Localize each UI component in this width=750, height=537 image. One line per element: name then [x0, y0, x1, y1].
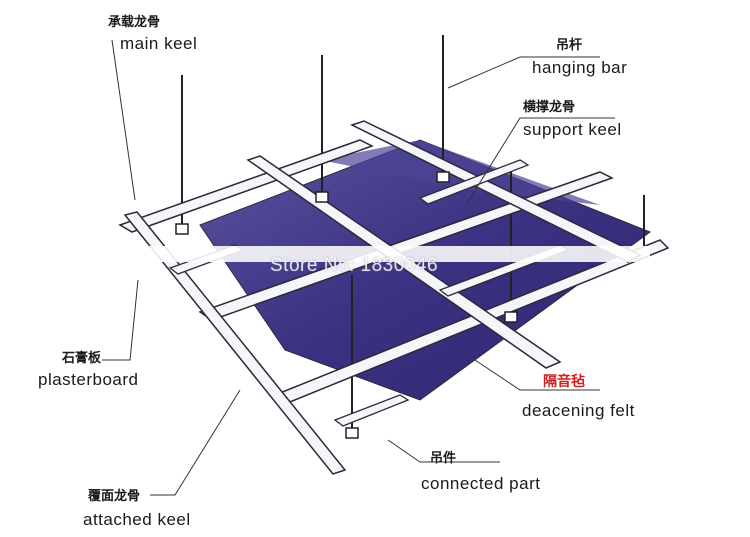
- connected-part: [175, 223, 189, 235]
- support-keel: [418, 159, 530, 205]
- plasterboard-label-en: plasterboard: [38, 370, 139, 389]
- attached-keel: [246, 155, 562, 369]
- support-keel-label-en: support keel: [523, 120, 622, 139]
- main-keel-label-cn: 承载龙骨: [108, 15, 161, 30]
- connected-parts: [175, 171, 518, 439]
- leader-attached-keel: [150, 389, 241, 496]
- connected-part: [315, 191, 329, 203]
- connected-part-label-cn: 吊件: [430, 451, 457, 466]
- leader-support-keel: [465, 117, 615, 206]
- support-keel: [333, 394, 410, 427]
- leader-deacening-felt: [474, 359, 600, 391]
- watermark-band: [110, 246, 650, 262]
- attached-keel-label-cn: 覆面龙骨: [88, 489, 141, 504]
- store-watermark: Store No: 1830046: [270, 255, 439, 276]
- connected-part: [345, 427, 359, 439]
- connected-part-label-en: connected part: [421, 474, 541, 493]
- hanging-bar-label-cn: 吊杆: [556, 38, 583, 53]
- leader-lines: [102, 39, 615, 496]
- hanging-bar-label-en: hanging bar: [532, 58, 628, 77]
- plasterboard-label-cn: 石膏板: [62, 351, 102, 366]
- leader-main-keel: [111, 39, 136, 201]
- support-keel-label-cn: 横撑龙骨: [523, 100, 576, 115]
- leader-hanging-bar: [447, 56, 600, 89]
- main-keel-label-en: main keel: [120, 34, 198, 53]
- attached-keel-label-en: attached keel: [83, 510, 191, 529]
- deacening-felt-label-cn: 隔音毡: [543, 374, 585, 390]
- attached-keel: [123, 211, 347, 475]
- connected-part: [436, 171, 450, 183]
- leader-connected-part: [387, 439, 500, 463]
- connected-part: [504, 311, 518, 323]
- main-keel: [118, 139, 374, 233]
- deacening-felt-label-en: deacening felt: [522, 401, 635, 420]
- leader-plasterboard: [102, 279, 139, 361]
- attached-keels: [123, 120, 642, 475]
